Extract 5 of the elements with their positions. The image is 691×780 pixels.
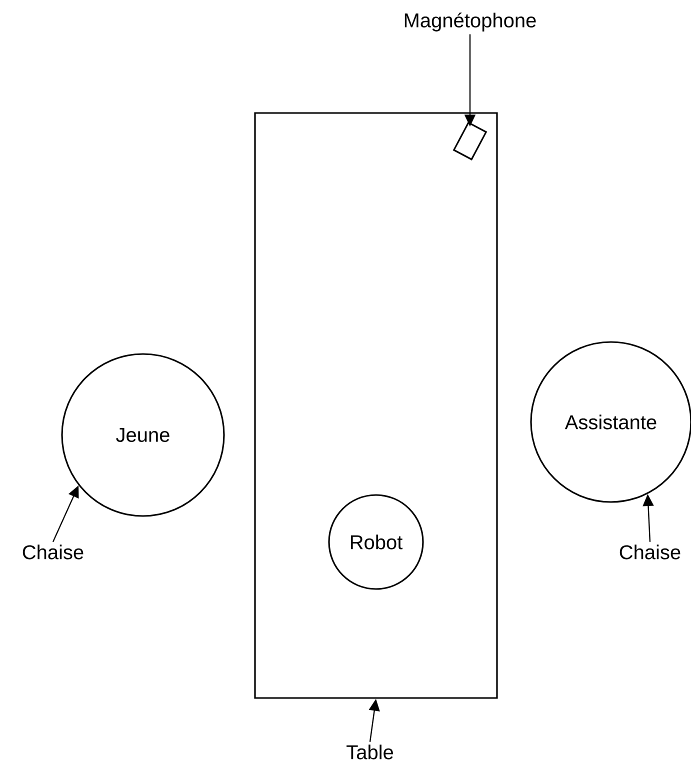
table-rectangle [254, 112, 498, 699]
device-label: Magnétophone [404, 12, 536, 32]
chair-label: Chaise [22, 544, 84, 560]
chair-label: Chaise [620, 544, 680, 560]
table-label: Table [346, 744, 394, 760]
